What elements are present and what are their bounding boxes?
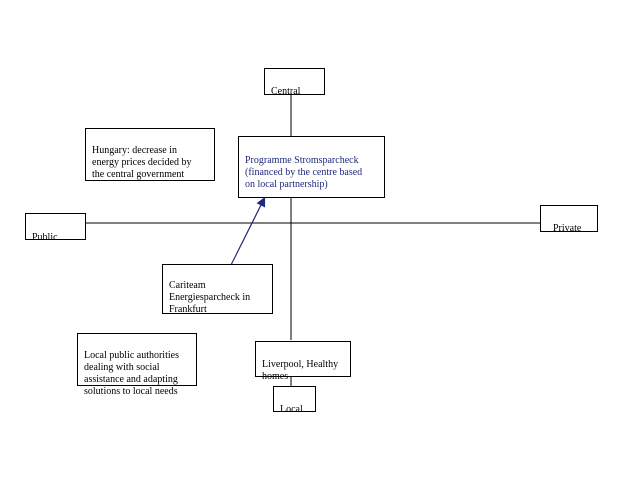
local-authorities-box: Local public authorities dealing with so…	[77, 333, 197, 397]
cariteam-box: Cariteam Energiesparcheck in Frankfurt	[162, 264, 273, 315]
hungary-box: Hungary: decrease in energy prices decid…	[85, 128, 215, 181]
public-label-box: Public	[25, 213, 86, 243]
local-label: Local	[280, 404, 303, 415]
hungary-text: Hungary: decrease in energy prices decid…	[92, 145, 192, 180]
local-label-box: Local	[273, 386, 316, 415]
central-label: Central	[271, 86, 301, 97]
liverpool-text: Liverpool, Healthy homes	[262, 359, 339, 382]
cariteam-arrow	[230, 196, 266, 266]
local-authorities-text: Local public authorities dealing with so…	[84, 350, 179, 397]
stromsparcheck-box: Programme Stromsparcheck (financed by th…	[238, 136, 385, 198]
stromsparcheck-text: Programme Stromsparcheck (financed by th…	[245, 155, 363, 190]
central-label-box: Central	[264, 68, 325, 97]
private-label: Private	[553, 223, 582, 234]
public-label: Public	[32, 232, 58, 243]
cariteam-text: Cariteam Energiesparcheck in Frankfurt	[169, 280, 251, 315]
liverpool-box: Liverpool, Healthy homes	[255, 341, 351, 382]
private-label-box: Private	[540, 205, 598, 234]
